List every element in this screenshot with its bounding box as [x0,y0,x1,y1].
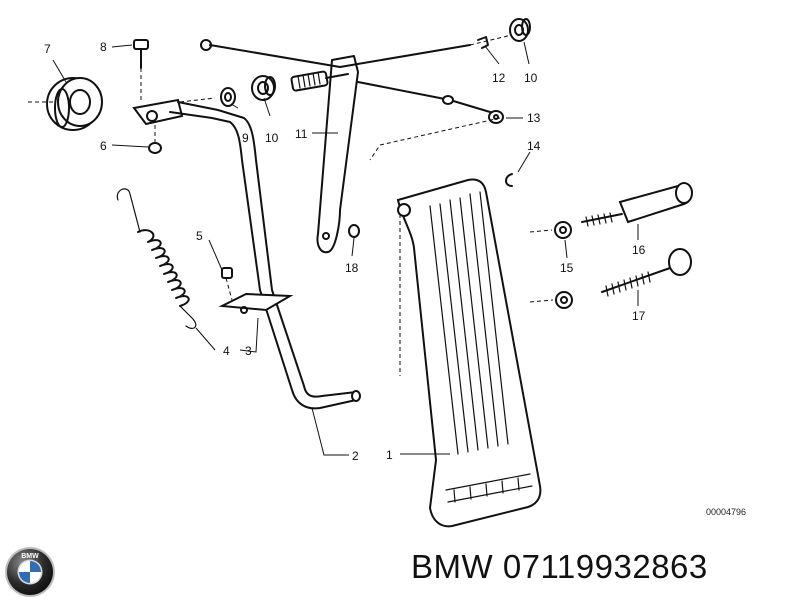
callout-12: 12 [492,71,506,85]
callout-9: 9 [242,131,249,145]
clip-and-bushing-top [477,18,531,49]
leader-lines [52,41,639,456]
callout-3: 3 [245,344,252,358]
diagram-reference-code: 00004796 [706,507,746,517]
stop-screws [529,182,693,309]
callout-11: 11 [295,127,308,141]
callout-16: 16 [632,243,646,257]
callout-labels: 7 8 6 5 4 3 9 10 11 12 10 13 14 18 16 15… [44,40,746,517]
callout-13: 13 [527,111,541,125]
bmw-logo: BMW [5,547,55,597]
pedal-rod [132,98,361,410]
spring-nut [221,267,233,301]
part-number-label: BMW 07119932863 [411,548,708,585]
callout-10-top: 10 [524,71,538,85]
callout-18: 18 [345,261,359,275]
callout-15: 15 [560,261,574,275]
callout-10-middle: 10 [265,131,279,145]
callout-4: 4 [223,344,230,358]
callout-2: 2 [352,449,359,463]
callout-7: 7 [44,42,51,56]
grommet [28,77,103,131]
callout-17: 17 [632,309,646,323]
return-spring [116,188,197,330]
callout-5: 5 [196,229,203,243]
lever-arm [316,55,504,254]
washer-and-bushing [220,75,276,107]
accelerator-pedal [348,173,542,528]
bmw-logo-letters: BMW [21,553,39,560]
bolt-and-nut [133,39,162,154]
callout-8: 8 [100,40,107,54]
callout-6: 6 [100,139,107,153]
callout-1: 1 [386,448,393,462]
callout-14: 14 [527,139,541,153]
